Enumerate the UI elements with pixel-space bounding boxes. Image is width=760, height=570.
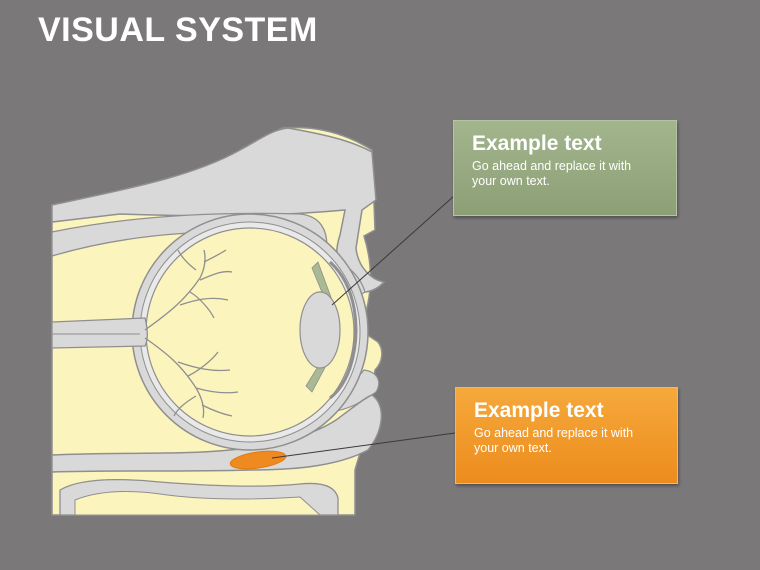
- callout-heading: Example text: [474, 399, 604, 422]
- sinus-cavity: [74, 491, 322, 516]
- brow-bone: [51, 127, 386, 294]
- callout-heading: Example text: [472, 132, 602, 155]
- leader-line-green: [331, 195, 455, 306]
- slide-title: VISUAL SYSTEM: [38, 11, 318, 49]
- optic-nerve: [51, 317, 148, 349]
- cornea: [329, 260, 358, 400]
- cheek-bone: [51, 394, 383, 473]
- retinal-vessels-lower: [144, 337, 239, 419]
- eyeball: [51, 213, 369, 451]
- callout-box-orange: Example text Go ahead and replace it wit…: [455, 387, 678, 484]
- retinal-vessels-upper: [144, 249, 233, 331]
- lens: [299, 291, 341, 369]
- callout-box-green: Example text Go ahead and replace it wit…: [453, 120, 677, 216]
- callout-body: Go ahead and replace it with your own te…: [472, 159, 632, 188]
- leader-line-orange: [271, 432, 456, 459]
- callout-body: Go ahead and replace it with your own te…: [474, 426, 634, 455]
